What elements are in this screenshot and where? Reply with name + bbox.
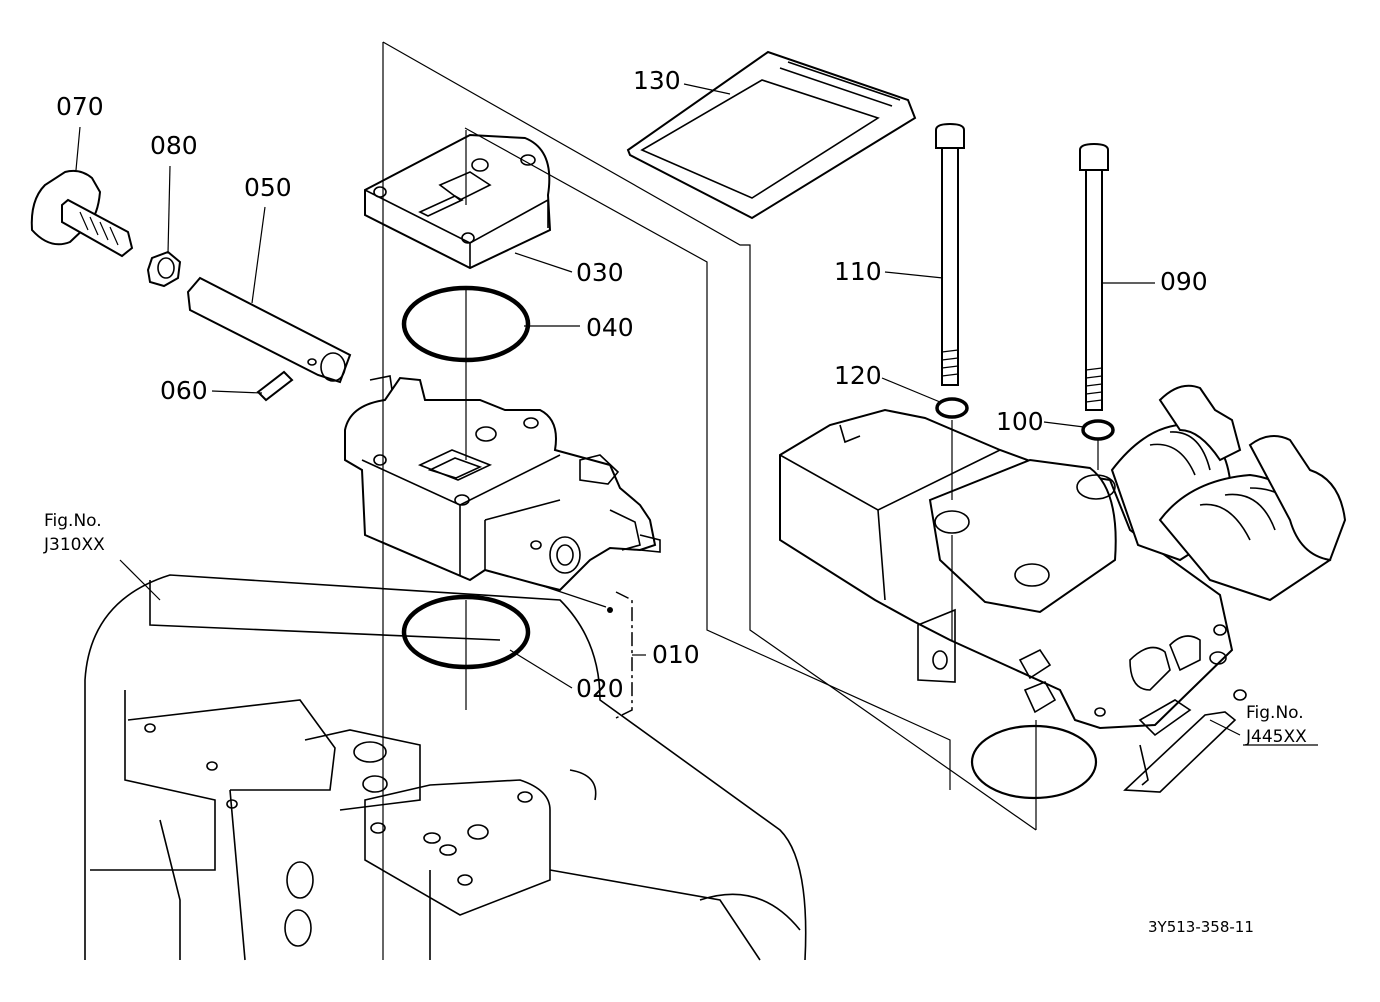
label-040: 040 xyxy=(586,313,634,342)
washer-100 xyxy=(1081,419,1115,441)
label-070: 070 xyxy=(56,92,104,121)
label-020: 020 xyxy=(576,674,624,703)
control-valve-assembly xyxy=(779,384,1347,793)
label-130: 130 xyxy=(633,66,681,95)
label-030: 030 xyxy=(576,258,624,287)
label-100: 100 xyxy=(996,407,1044,436)
assembly-guide-lines xyxy=(382,41,1099,960)
label-090: 090 xyxy=(1160,267,1208,296)
bolt-110 xyxy=(935,122,965,386)
valve-body-010 xyxy=(344,375,661,592)
label-060: 060 xyxy=(160,376,208,405)
cover-plate-030 xyxy=(364,133,552,270)
drawing-code: 3Y513-358-11 xyxy=(1148,918,1254,936)
instruction-sheet-130 xyxy=(626,50,917,220)
pin-050 xyxy=(186,276,352,384)
washer-120 xyxy=(935,397,969,419)
label-080: 080 xyxy=(150,131,198,160)
label-050: 050 xyxy=(244,173,292,202)
knob-bolt-070 xyxy=(30,169,134,258)
housing-assembly xyxy=(84,574,807,961)
label-110: 110 xyxy=(834,257,882,286)
label-010: 010 xyxy=(652,640,700,669)
left-fig-code: J310XX xyxy=(43,535,105,555)
bolt-090 xyxy=(1079,142,1109,411)
right-fig-title: Fig.No. xyxy=(1246,703,1304,723)
label-120: 120 xyxy=(834,361,882,390)
leader-lines xyxy=(75,83,1318,746)
o-ring-lower-right xyxy=(970,724,1098,800)
left-fig-title: Fig.No. xyxy=(44,511,102,531)
right-fig-code: J445XX xyxy=(1245,727,1307,747)
spring-pin-060 xyxy=(256,370,294,402)
nut-080 xyxy=(146,250,182,288)
